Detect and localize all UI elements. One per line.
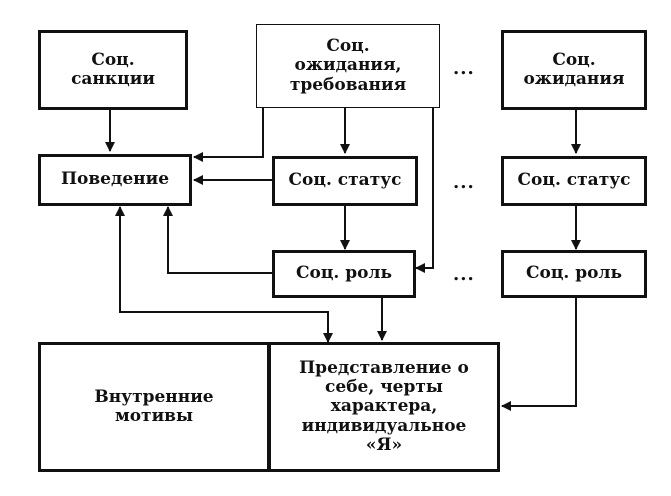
box-self-image-label: Представление о себе, черты характера, и… [299, 358, 469, 455]
ellipsis-top: ... [453, 58, 475, 79]
box-social-status: Соц. статус [272, 156, 418, 206]
box-social-status-right-label: Соц. статус [517, 170, 631, 191]
box-social-status-right: Соц. статус [501, 156, 647, 206]
ellipsis-bottom: ... [453, 264, 475, 285]
box-social-expectations-right-label: Соц. ожидания [523, 49, 625, 89]
box-self-image: Представление о себе, черты характера, и… [268, 342, 500, 472]
box-social-status-label: Соц. статус [288, 170, 402, 191]
box-inner-motives: Внутренние мотивы [38, 342, 270, 472]
box-social-role-right-label: Соц. роль [525, 263, 622, 284]
arrow-selfimage-to-behavior [115, 206, 333, 343]
box-social-role: Соц. роль [272, 250, 416, 298]
box-social-expectations-label: Соц. ожидания, требования [289, 36, 407, 95]
ellipsis-middle: ... [453, 172, 475, 193]
box-behavior-label: Поведение [60, 169, 170, 190]
box-social-role-label: Соц. роль [295, 263, 392, 284]
box-social-sanctions-label: Соц. санкции [71, 49, 155, 89]
box-inner-motives-label: Внутренние мотивы [94, 386, 214, 426]
box-social-sanctions: Соц. санкции [38, 30, 188, 110]
arrow-role-to-behavior [163, 206, 272, 274]
arrow-expectations-to-role [415, 108, 434, 273]
arrow-right-role-to-selfimage [501, 298, 577, 411]
box-social-expectations-right: Соц. ожидания [501, 30, 647, 110]
box-behavior: Поведение [38, 154, 192, 206]
box-social-expectations: Соц. ожидания, требования [256, 24, 440, 108]
box-social-role-right: Соц. роль [501, 250, 647, 298]
arrow-expectations-to-behavior [193, 95, 264, 162]
